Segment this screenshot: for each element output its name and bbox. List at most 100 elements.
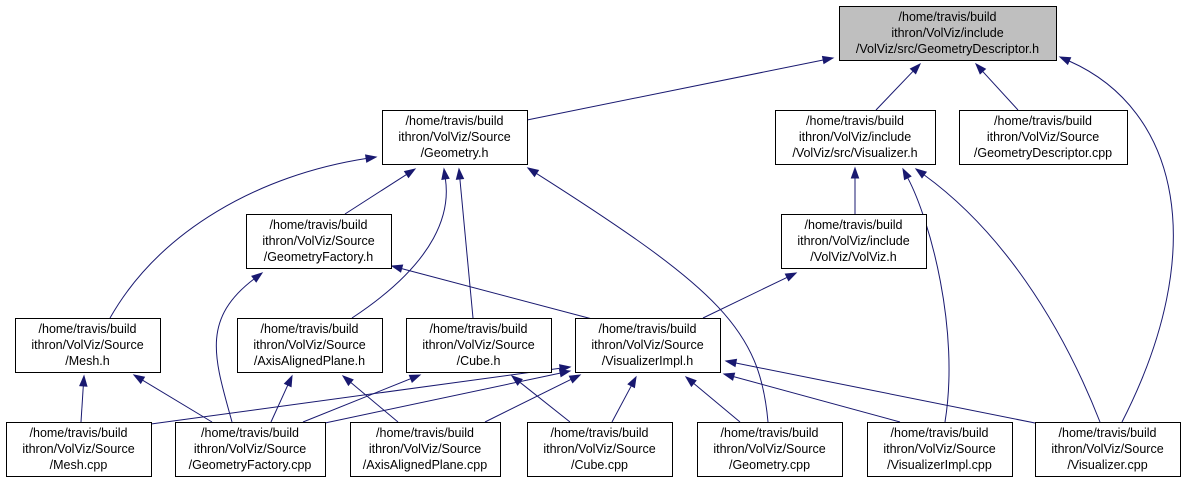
edge-cube_cpp-to-visualizer_impl_h	[611, 375, 637, 423]
node-visualizer-impl-cpp[interactable]: /home/travis/buildithron/VolViz/Source/V…	[867, 422, 1013, 477]
node-geometry-factory-h[interactable]: /home/travis/buildithron/VolViz/Source/G…	[246, 214, 392, 269]
arrowhead-icon	[441, 167, 450, 180]
edge-geometry_cpp-to-geometry_h	[526, 167, 769, 423]
edge-visualizer_cpp-to-visualizer_h	[914, 168, 1101, 423]
node-mesh-cpp[interactable]: /home/travis/build ithron/VolViz/Source/M…	[6, 422, 152, 477]
node-visualizer-cpp[interactable]: /home/travis/buildithron/VolViz/Source/V…	[1035, 422, 1181, 477]
node-label-line: ithron/VolViz/Source	[883, 442, 995, 456]
node-geometry-factory-cpp[interactable]: /home/travis/buildithron/VolViz/Source/G…	[175, 422, 326, 477]
node-label-line: /home/travis/build	[30, 426, 128, 440]
edge-mesh_h-to-geometry_h	[109, 154, 378, 319]
edge-line	[519, 381, 571, 423]
arrowhead-icon	[79, 374, 88, 387]
edge-line	[401, 268, 597, 321]
edge-line	[875, 70, 914, 111]
node-label-line: /AxisAlignedPlane.h	[254, 354, 365, 368]
node-label-line: /home/travis/build	[39, 322, 137, 336]
node-box	[1035, 422, 1181, 477]
edge-visualizer_h-to-geometry_descriptor_h	[875, 62, 922, 111]
node-label-line: ithron/VolViz/Source	[422, 338, 534, 352]
node-label-line: /Mesh.cpp	[50, 458, 108, 472]
node-geometry-cpp[interactable]: /home/travis/buildithron/VolViz/Source/G…	[697, 422, 843, 477]
edge-geometry_factory_cpp-to-axis_aligned_plane_h	[270, 374, 293, 423]
node-geometry-descriptor-cpp[interactable]: /home/travis/buildithron/VolViz/Source/G…	[959, 110, 1128, 165]
node-label-line: /Geometry.cpp	[729, 458, 810, 472]
node-visualizer-impl-h[interactable]: /home/travis/buildithron/VolViz/Source/V…	[575, 318, 721, 373]
edge-line	[142, 379, 213, 423]
edge-visualizer_cpp-to-geometry_descriptor_h	[1058, 56, 1174, 423]
node-box	[697, 422, 843, 477]
node-mesh-h[interactable]: /home/travis/buildithron/VolViz/Source/M…	[15, 318, 161, 373]
edge-visualizer_impl_h-to-volviz_h	[702, 272, 798, 319]
node-geometry-h[interactable]: /home/travis/buildithron/VolViz/Source/G…	[382, 110, 528, 165]
edge-line	[109, 158, 367, 319]
node-label-line: /home/travis/build	[899, 10, 997, 24]
node-cube-h[interactable]: /home/travis/buildithron/VolViz/Source/C…	[406, 318, 552, 373]
node-label-line: /home/travis/build	[721, 426, 819, 440]
edge-line	[324, 372, 561, 424]
node-geometry-descriptor-h[interactable]: /home/travis/buildithron/VolViz/include/…	[839, 6, 1057, 61]
node-box	[867, 422, 1013, 477]
edge-visualizer_cpp-to-visualizer_impl_h	[724, 358, 1041, 425]
arrowhead-icon	[455, 167, 465, 180]
arrowhead-icon	[568, 374, 582, 384]
node-box	[350, 422, 501, 477]
node-box	[781, 214, 927, 269]
arrowhead-icon	[909, 62, 922, 75]
node-label-line: /home/travis/build	[270, 218, 368, 232]
edge-line	[693, 383, 741, 423]
node-box	[246, 214, 392, 269]
node-axis-aligned-plane-cpp[interactable]: /home/travis/buildithron/VolViz/Source/A…	[350, 422, 501, 477]
node-label-line: ithron/VolViz/Source	[369, 442, 481, 456]
edge-visualizer_impl_h-to-geometry_factory_h	[390, 264, 597, 321]
arrowhead-icon	[251, 272, 264, 283]
node-volviz-h[interactable]: /home/travis/buildithron/VolViz/include/…	[781, 214, 927, 269]
node-label-line: /VisualizerImpl.cpp	[887, 458, 992, 472]
node-visualizer-h[interactable]: /home/travis/build ithron/VolViz/include /…	[775, 110, 936, 165]
node-label-line: /VolViz/src/Visualizer.h	[792, 146, 917, 160]
node-label-line: ithron/VolViz/Source	[398, 130, 510, 144]
edge-visualizer_impl_cpp-to-visualizer_impl_h	[722, 372, 901, 423]
arrowhead-icon	[850, 166, 860, 179]
edge-line	[982, 71, 1019, 111]
node-box	[959, 110, 1128, 165]
node-cube-cpp[interactable]: /home/travis/buildithron/VolViz/Source/C…	[527, 422, 673, 477]
arrowhead-icon	[784, 272, 798, 282]
edge-line	[344, 173, 407, 215]
edge-line	[302, 378, 411, 423]
node-box	[175, 422, 326, 477]
edge-line	[350, 382, 399, 423]
node-label-line: ithron/VolViz/Source	[262, 234, 374, 248]
node-label-line: ithron/VolViz/Source	[194, 442, 306, 456]
node-label-line: /VolViz/VolViz.h	[810, 250, 896, 264]
arrowhead-icon	[724, 358, 738, 368]
node-label-line: /home/travis/build	[406, 114, 504, 128]
arrowhead-icon	[341, 375, 354, 387]
edge-geometry_factory_cpp-to-geometry_factory_h	[215, 272, 264, 423]
arrowhead-icon	[902, 167, 912, 181]
edge-geometry_factory_cpp-to-mesh_h	[132, 374, 213, 423]
node-label-line: /home/travis/build	[599, 322, 697, 336]
arrowhead-icon	[627, 375, 637, 389]
node-label-line: /GeometryFactory.cpp	[189, 458, 312, 472]
arrowhead-icon	[684, 376, 697, 388]
arrowhead-icon	[390, 264, 404, 273]
edge-volviz_h-to-visualizer_h	[850, 166, 860, 214]
edge-line	[923, 174, 1101, 423]
node-label-line: /home/travis/build	[806, 114, 904, 128]
node-label-line: /Visualizer.cpp	[1067, 458, 1147, 472]
edge-axis_aligned_plane_h-to-geometry_h	[351, 167, 450, 319]
node-axis-aligned-plane-h[interactable]: /home/travis/buildithron/VolViz/Source/A…	[237, 318, 383, 373]
edge-line	[907, 177, 950, 423]
edge-visualizer_impl_cpp-to-visualizer_h	[902, 167, 950, 423]
edge-geometry_factory_cpp-to-cube_h	[302, 374, 422, 423]
edge-geometry_cpp-to-visualizer_impl_h	[684, 376, 741, 423]
node-label-line: ithron/VolViz/include	[799, 130, 911, 144]
node-label-line: ithron/VolViz/Source	[22, 442, 134, 456]
edge-mesh_cpp-to-mesh_h	[79, 374, 88, 423]
node-label-line: /home/travis/build	[1059, 426, 1157, 440]
arrowhead-icon	[510, 375, 523, 386]
arrowhead-icon	[914, 168, 928, 179]
node-label-line: ithron/VolViz/Source	[543, 442, 655, 456]
